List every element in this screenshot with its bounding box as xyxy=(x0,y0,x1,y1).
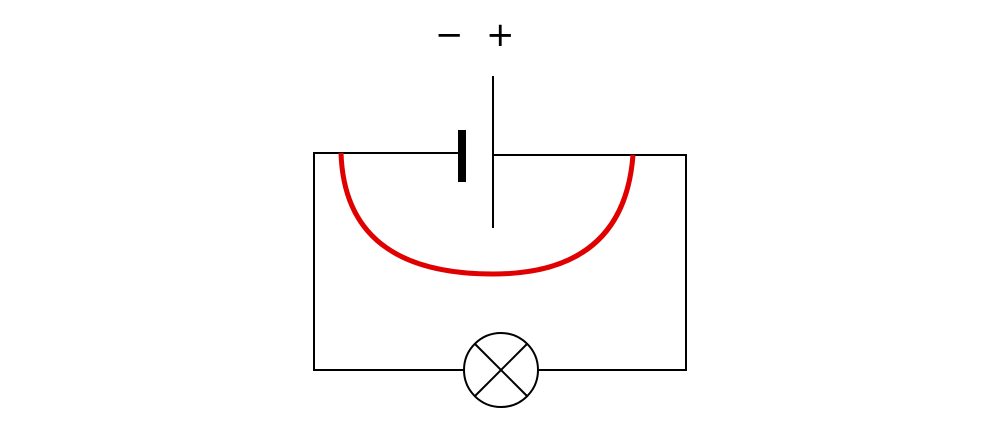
left-wire xyxy=(313,152,465,371)
positive-terminal-label: + xyxy=(486,15,515,55)
right-wire xyxy=(493,154,687,371)
lamp xyxy=(463,332,539,408)
negative-terminal-label: − xyxy=(435,15,464,55)
short-circuit-wire xyxy=(338,152,636,277)
circuit-wires xyxy=(313,152,687,371)
battery-cell xyxy=(458,76,494,228)
lamp-cross-line xyxy=(474,343,528,397)
